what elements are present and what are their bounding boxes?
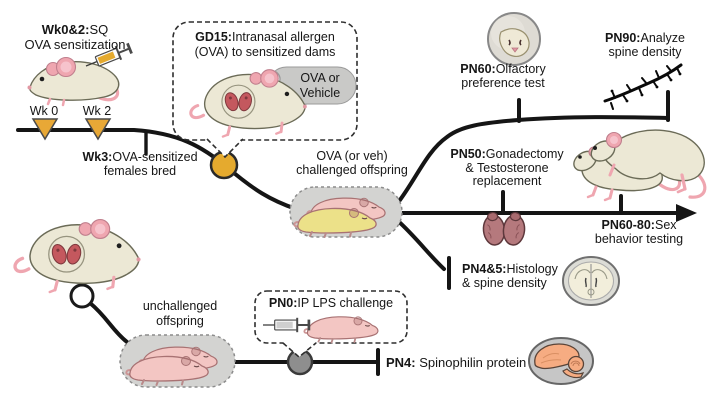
sagittal-brain-icon	[528, 337, 594, 385]
label-wk0-2-bold: Wk0&2:	[41, 22, 90, 37]
label-pn4-5: PN4&5:Histology & spine density	[462, 262, 558, 290]
label-gd15-line1: GD15:Intranasal allergen	[195, 30, 336, 45]
label-wk0-2-line2: OVA sensitization	[24, 36, 126, 52]
label-pn90-bold: PN90:	[605, 31, 641, 45]
label-pn60-line1: PN60:Olfactory	[460, 62, 546, 77]
label-unchallenged: unchallenged offspring	[143, 299, 217, 329]
label-pn60-rest: Olfactory	[495, 62, 546, 76]
label-pn0-rest: IP LPS challenge	[297, 296, 394, 310]
label-pn60-80-line1: PN60-80:Sex	[595, 218, 683, 233]
label-pn60-80-rest: Sex	[654, 218, 677, 232]
label-wk3: Wk3:OVA-sensitized females bred	[82, 150, 198, 178]
label-wk3-rest: OVA-sensitized	[112, 150, 198, 164]
label-pn90-line1: PN90:Analyze	[605, 31, 685, 46]
label-bubble-line1: OVA or	[300, 71, 340, 85]
label-pn60-80: PN60-80:Sex behavior testing	[594, 218, 684, 246]
dendrite-spines-icon	[603, 63, 683, 110]
label-bubble-line2: Vehicle	[299, 86, 341, 100]
label-pn4: PN4: Spinophilin protein	[386, 356, 526, 370]
label-pn50-line1: PN50:Gonadectomy	[450, 147, 564, 162]
label-wk0: Wk 0	[29, 104, 59, 118]
label-pn4-5-line1: PN4&5:Histology	[462, 262, 558, 277]
label-pn4-5-bold: PN4&5:	[462, 262, 507, 276]
label-challenged-offspring: OVA (or veh) challenged offspring	[296, 149, 408, 177]
label-pn60-80-line2: behavior testing	[594, 231, 684, 246]
mouse-with-syringe-icon	[27, 56, 120, 107]
label-pn90-line2: spine density	[608, 44, 682, 59]
label-pn60-bold: PN60:	[460, 62, 496, 76]
label-wk3-line1: Wk3:OVA-sensitized	[82, 150, 198, 165]
label-wk3-bold: Wk3:	[82, 150, 113, 164]
label-wk2: Wk 2	[82, 104, 112, 118]
label-pn50-rest: Gonadectomy	[485, 147, 564, 161]
label-unchallenged-line2: offspring	[156, 314, 204, 328]
label-gd15: GD15:Intranasal allergen (OVA) to sensit…	[195, 30, 336, 60]
olfactory-test-icon	[487, 12, 541, 66]
label-ova-vehicle: OVA or Vehicle	[300, 71, 340, 101]
label-gd15-line2: (OVA) to sensitized dams	[194, 45, 336, 59]
label-pn4-rest: Spinophilin protein	[415, 355, 527, 370]
label-pn50-bold: PN50:	[450, 147, 486, 161]
label-wk0-2-rest: SQ	[89, 22, 109, 37]
mating-mice-icon	[573, 129, 707, 202]
label-wk0-2: Wk0&2:SQ OVA sensitization	[24, 22, 126, 52]
label-pn50-line3: replacement	[472, 174, 542, 188]
label-wk3-line2: females bred	[103, 163, 177, 178]
label-pn0: PN0:IP LPS challenge	[268, 296, 394, 311]
label-gd15-bold: GD15:	[195, 30, 232, 44]
label-pn0-bold: PN0:	[268, 296, 298, 310]
testes-icon	[482, 211, 526, 246]
wk2-triangle-marker-icon	[84, 118, 112, 141]
label-pn4-5-line2: & spine density	[462, 275, 547, 290]
pregnant-dam-icon	[13, 217, 143, 294]
label-pn4-bold: PN4:	[386, 355, 416, 370]
label-pn60: PN60:Olfactory preference test	[460, 62, 546, 90]
wk0-triangle-marker-icon	[31, 118, 59, 141]
label-pn4-5-rest: Histology	[506, 262, 558, 276]
label-pn60-line2: preference test	[461, 75, 545, 90]
label-pn90: PN90:Analyze spine density	[605, 31, 685, 59]
label-pn90-rest: Analyze	[640, 31, 685, 45]
label-pn50: PN50:Gonadectomy & Testosterone replacem…	[450, 147, 564, 189]
label-pn50-line2: & Testosterone	[465, 160, 549, 175]
arrowhead	[676, 204, 697, 222]
label-gd15-rest: Intranasal allergen	[231, 30, 335, 44]
label-wk0-2-line1: Wk0&2:SQ	[25, 22, 126, 38]
label-unchallenged-line1: unchallenged	[142, 299, 218, 313]
coronal-brain-section-icon	[562, 256, 620, 306]
label-pn60-80-bold: PN60-80:	[601, 218, 655, 232]
label-challenged-line1: OVA (or veh)	[316, 149, 388, 163]
label-challenged-line2: challenged offspring	[296, 162, 408, 177]
white-node-icon	[69, 283, 95, 309]
